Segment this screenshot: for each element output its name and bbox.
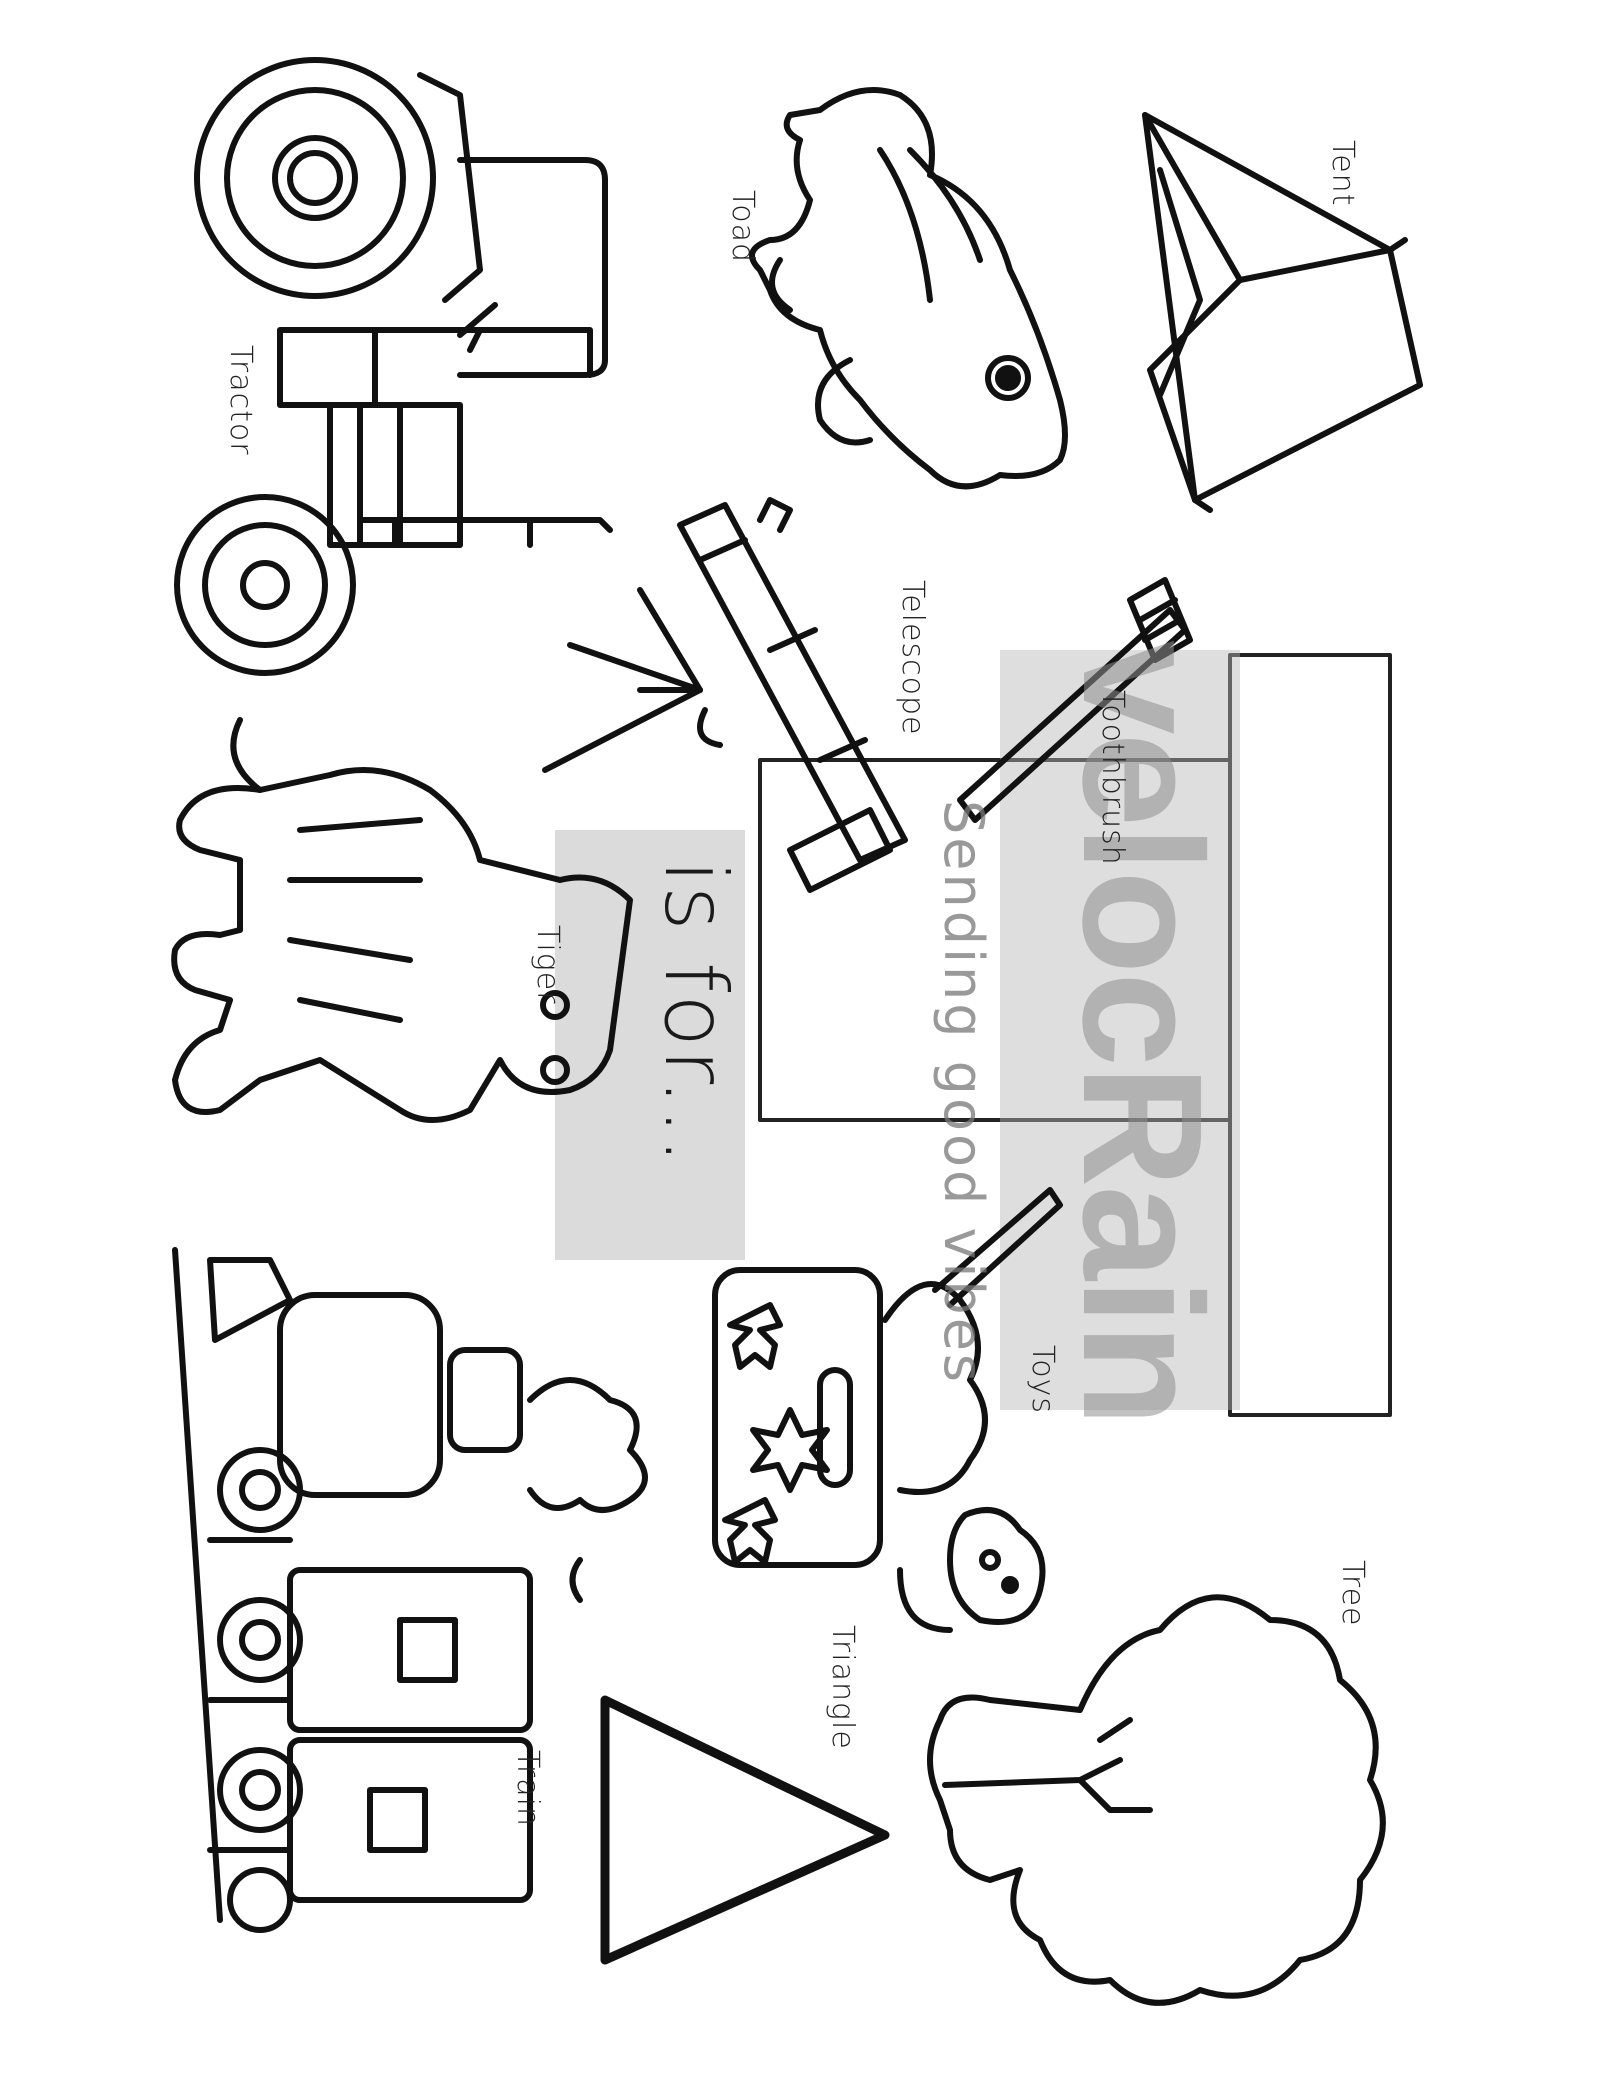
label-tree: Tree bbox=[1335, 1560, 1370, 1627]
triangle-drawing bbox=[600, 1695, 890, 1965]
stamp-logo-text: velocRain bbox=[1047, 640, 1237, 1426]
toothbrush-drawing bbox=[957, 577, 1193, 823]
tiger-drawing bbox=[171, 717, 633, 1123]
train-drawing bbox=[172, 1247, 648, 1933]
label-toothbrush: Toothbrush bbox=[1095, 690, 1130, 866]
label-toad: Toad bbox=[725, 190, 760, 264]
label-telescope: Telescope bbox=[895, 580, 930, 736]
toad-drawing bbox=[749, 87, 1068, 490]
toys-drawing bbox=[712, 1187, 1063, 1633]
telescope-drawing bbox=[542, 497, 908, 893]
tent-drawing bbox=[1142, 112, 1423, 513]
label-tractor: Tractor bbox=[223, 345, 258, 456]
stamp-tagline: Sending good vibes bbox=[932, 800, 995, 1386]
label-triangle: Triangle bbox=[825, 1625, 860, 1750]
label-tiger: Tiger bbox=[530, 925, 565, 1005]
page-heading: is for... bbox=[645, 860, 745, 1167]
stamp-mark bbox=[555, 650, 1392, 1417]
label-train: Train bbox=[510, 1750, 545, 1827]
label-tent: Tent bbox=[1325, 140, 1360, 207]
tree-drawing bbox=[927, 1594, 1386, 2006]
label-toys: Toys bbox=[1025, 1345, 1060, 1414]
tractor-drawing bbox=[174, 57, 613, 676]
